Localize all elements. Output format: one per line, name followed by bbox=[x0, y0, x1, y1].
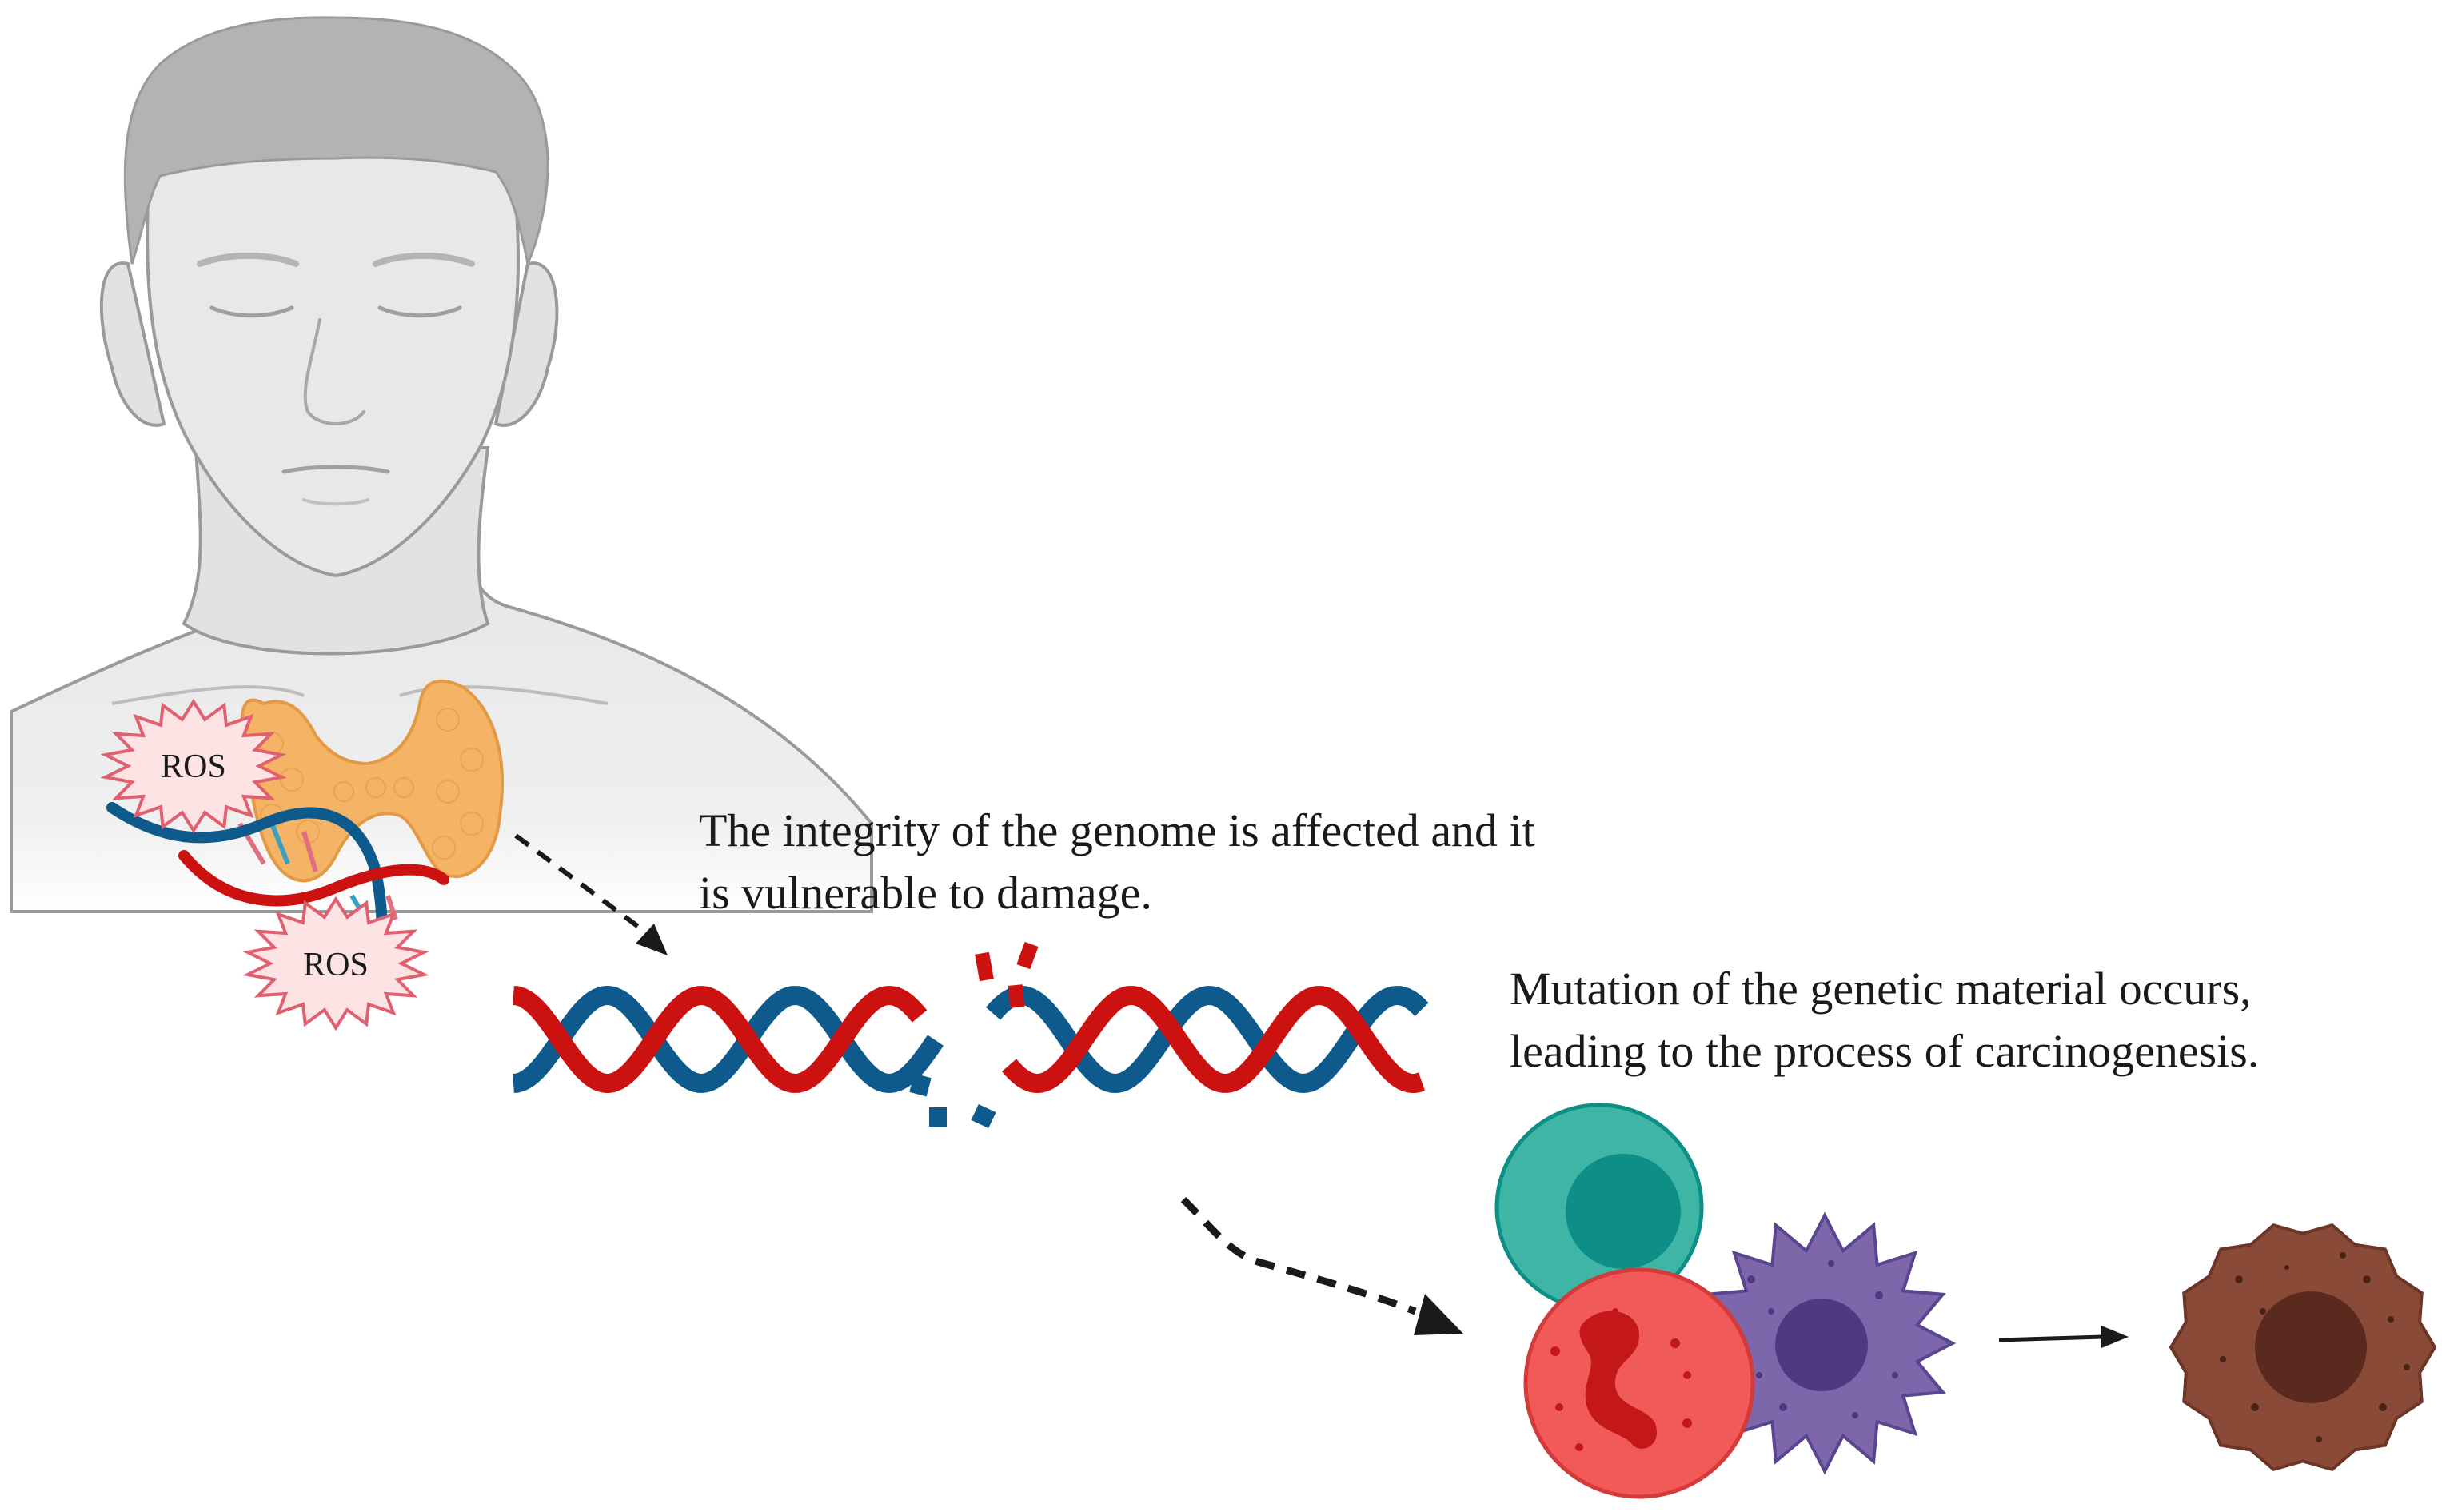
broken-dna-icon bbox=[513, 941, 1429, 1129]
caption-2-line-2: leading to the process of carcinogenesis… bbox=[1510, 1025, 2260, 1077]
ros-label-top: ROS bbox=[161, 748, 226, 785]
thyroid-gland-icon bbox=[240, 679, 504, 883]
immune-cells-icon bbox=[1494, 1103, 1957, 1499]
ros-burst-bottom: ROS bbox=[242, 896, 429, 1031]
ros-burst-top: ROS bbox=[100, 698, 287, 834]
caption-1-line-2: is vulnerable to damage. bbox=[699, 867, 1152, 919]
mutation-caption: Mutation of the genetic material occurs,… bbox=[1510, 958, 2259, 1083]
solid-arrow bbox=[1998, 1326, 2129, 1348]
dashed-arrow-2 bbox=[1180, 1196, 1463, 1335]
human-head-icon bbox=[10, 16, 873, 913]
caption-2-line-1: Mutation of the genetic material occurs, bbox=[1510, 963, 2252, 1015]
dashed-arrow-1 bbox=[514, 833, 668, 955]
caption-1-line-1: The integrity of the genome is affected … bbox=[699, 804, 1535, 856]
cancer-cell-icon bbox=[2169, 1223, 2437, 1472]
genome-integrity-caption: The integrity of the genome is affected … bbox=[699, 800, 1535, 924]
ros-label-bottom: ROS bbox=[303, 947, 369, 983]
